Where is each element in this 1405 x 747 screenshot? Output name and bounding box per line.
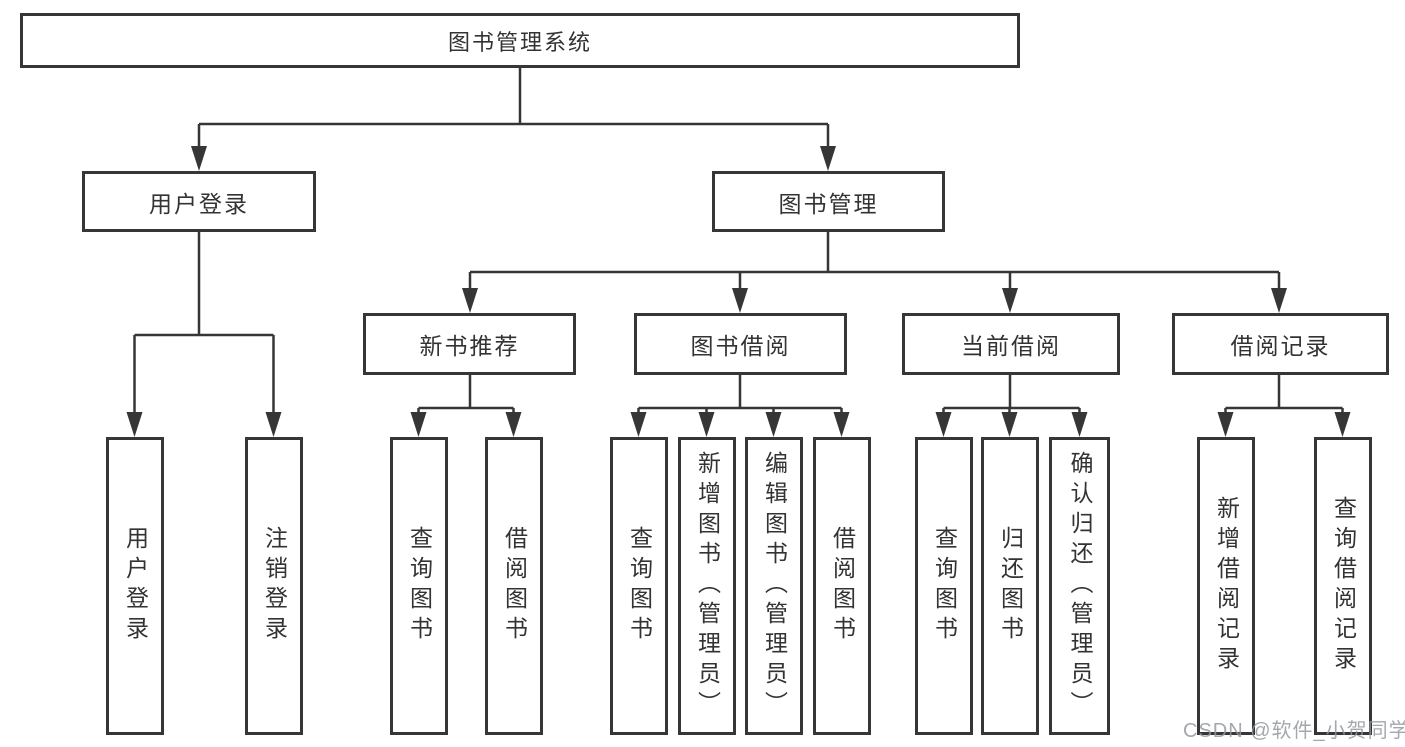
node-borrow-records: 借阅记录	[1172, 313, 1389, 375]
node-label: 图书借阅	[690, 333, 791, 359]
arrow-down-icon	[833, 412, 850, 437]
node-label: 查询图书	[406, 526, 433, 646]
node-label: 新书推荐	[419, 333, 520, 359]
node-label: 借阅图书	[501, 526, 528, 646]
arrowhead-icons	[126, 146, 1351, 437]
arrow-down-icon	[1334, 412, 1351, 437]
node-root: 图书管理系统	[20, 13, 1020, 68]
csdn-watermark: CSDN @软件_小贺同学	[1183, 720, 1405, 742]
leaf-query-book-newrec: 查询图书	[390, 437, 448, 735]
node-book-management: 图书管理	[712, 171, 945, 232]
arrow-down-icon	[935, 412, 952, 437]
arrow-down-icon	[265, 412, 282, 437]
connector-userlogin-to-leaves	[133, 232, 275, 416]
arrow-down-icon	[1217, 412, 1234, 437]
connector-paths	[133, 68, 1344, 416]
connector-records-to-leaves	[1224, 375, 1344, 416]
arrow-down-icon	[698, 412, 715, 437]
leaf-add-book-admin: 新增图书（管理员）	[678, 437, 736, 735]
leaf-query-book-borrow: 查询图书	[610, 437, 668, 735]
arrow-down-icon	[1271, 288, 1287, 313]
node-label: 查询图书	[931, 526, 958, 646]
node-current-borrow: 当前借阅	[902, 313, 1120, 375]
arrow-down-icon	[462, 288, 478, 313]
leaf-confirm-return-admin: 确认归还（管理员）	[1049, 437, 1110, 735]
leaf-logout: 注销登录	[245, 437, 303, 735]
arrow-down-icon	[1001, 412, 1018, 437]
node-book-borrow: 图书借阅	[634, 313, 847, 375]
arrow-down-icon	[505, 412, 522, 437]
node-label: 新增图书（管理员）	[694, 451, 721, 721]
arrow-down-icon	[820, 146, 836, 171]
arrow-down-icon	[630, 412, 647, 437]
connector-bookmgmt-to-level3	[468, 232, 1281, 292]
node-user-login: 用户登录	[82, 171, 316, 232]
leaf-query-book-current: 查询图书	[915, 437, 973, 735]
node-label: 注销登录	[261, 526, 288, 646]
node-label: 编辑图书（管理员）	[761, 451, 788, 721]
leaf-borrow-book-newrec: 借阅图书	[485, 437, 543, 735]
node-label: 图书管理	[778, 190, 879, 217]
connector-newbook-to-leaves	[417, 375, 515, 416]
node-label: 用户登录	[122, 526, 149, 646]
leaf-return-book: 归还图书	[981, 437, 1039, 735]
node-label: 归还图书	[997, 526, 1024, 646]
arrow-down-icon	[191, 146, 207, 171]
node-new-book-recommend: 新书推荐	[363, 313, 576, 375]
leaf-edit-book-admin: 编辑图书（管理员）	[745, 437, 803, 735]
node-label: 用户登录	[149, 190, 249, 217]
node-label: 图书管理系统	[447, 29, 592, 55]
node-label: 借阅图书	[829, 526, 856, 646]
leaf-query-borrow-record: 查询借阅记录	[1314, 437, 1372, 735]
connector-root-to-level2	[197, 68, 830, 150]
arrow-down-icon	[1002, 288, 1018, 313]
node-label: 新增借阅记录	[1213, 496, 1240, 676]
node-label: 确认归还（管理员）	[1067, 451, 1093, 721]
arrow-down-icon	[410, 412, 427, 437]
arrow-down-icon	[765, 412, 782, 437]
leaf-user-login: 用户登录	[106, 437, 164, 735]
arrow-down-icon	[732, 288, 748, 313]
leaf-borrow-book: 借阅图书	[813, 437, 871, 735]
arrow-down-icon	[1071, 412, 1088, 437]
connector-currentborrow-to-leaves	[942, 375, 1081, 416]
node-label: 当前借阅	[961, 333, 1061, 359]
connector-bookborrow-to-leaves	[637, 375, 843, 416]
node-label: 查询图书	[626, 526, 653, 646]
node-label: 查询借阅记录	[1330, 496, 1357, 676]
arrow-down-icon	[126, 412, 143, 437]
node-label: 借阅记录	[1230, 333, 1331, 359]
leaf-add-borrow-record: 新增借阅记录	[1197, 437, 1255, 735]
